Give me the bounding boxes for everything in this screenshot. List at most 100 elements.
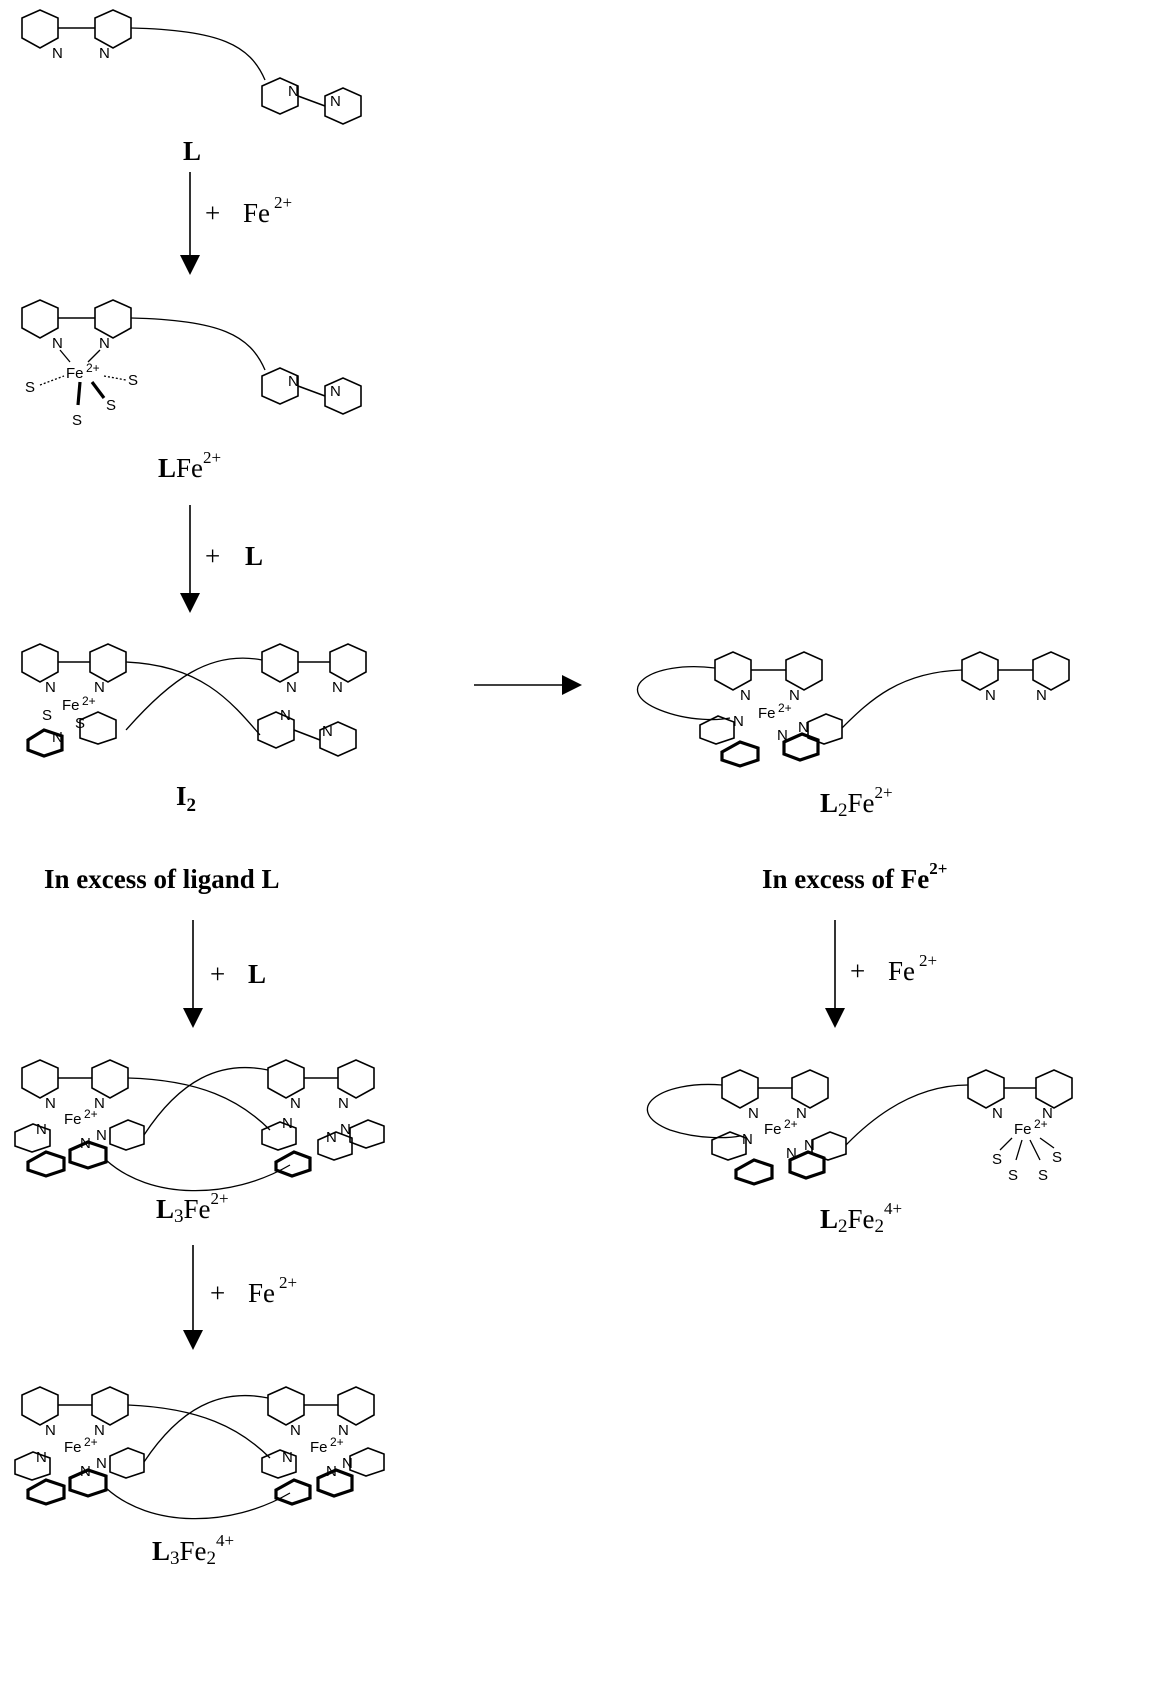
complex-L2Fe-structure: N N Fe 2+ N N N N N — [637, 651, 1070, 768]
atom-n: N — [330, 93, 341, 110]
atom-n: N — [94, 1095, 105, 1112]
atom-n: N — [286, 679, 297, 696]
atom-n: N — [338, 1095, 349, 1112]
atom-s: S — [25, 379, 35, 396]
atom-n: N — [99, 45, 110, 62]
label-LFe: LFe2+ — [158, 448, 221, 483]
reagent-fe: Fe — [248, 1278, 275, 1308]
atom-n: N — [45, 679, 56, 696]
reagent-plus: + — [210, 959, 225, 989]
label-I2: I2 — [176, 781, 196, 816]
atom-fe-charge: 2+ — [330, 1435, 344, 1449]
arrow-head — [183, 1008, 203, 1028]
atom-n: N — [280, 707, 291, 724]
atom-s: S — [128, 372, 138, 389]
atom-fe: Fe — [764, 1121, 782, 1138]
atom-n: N — [742, 1131, 753, 1148]
intermediate-I2-structure: N N Fe 2+ S S N N N N N — [21, 643, 367, 758]
label-L2Fe2: L2Fe24+ — [820, 1199, 902, 1237]
atom-n: N — [99, 335, 110, 352]
atom-n: N — [1036, 687, 1047, 704]
atom-n: N — [777, 727, 788, 744]
atom-n: N — [796, 1105, 807, 1122]
atom-n: N — [52, 729, 63, 746]
arrow-head — [825, 1008, 845, 1028]
ligand-L-structure: N N N N — [21, 9, 362, 125]
atom-n: N — [282, 1115, 293, 1132]
atom-n: N — [52, 335, 63, 352]
atom-n: N — [96, 1455, 107, 1472]
atom-n: N — [1042, 1105, 1053, 1122]
atom-n: N — [748, 1105, 759, 1122]
reagent-fe: Fe — [888, 956, 915, 986]
reagent-fe-charge: 2+ — [279, 1273, 297, 1292]
atom-n: N — [45, 1095, 56, 1112]
atom-n: N — [94, 679, 105, 696]
label-L3Fe: L3Fe2+ — [156, 1189, 229, 1227]
atom-n: N — [992, 1105, 1003, 1122]
arrow-head — [180, 255, 200, 275]
reagent-plus: + — [205, 541, 220, 571]
atom-n: N — [290, 1095, 301, 1112]
atom-n: N — [36, 1121, 47, 1138]
atom-fe-charge: 2+ — [84, 1435, 98, 1449]
atom-fe: Fe — [1014, 1121, 1032, 1138]
atom-n: N — [282, 1449, 293, 1466]
arrow-head — [180, 593, 200, 613]
complex-L3Fe-structure: N N Fe 2+ N N N N N N N N — [14, 1059, 385, 1192]
atom-n: N — [740, 687, 751, 704]
atom-n: N — [733, 713, 744, 730]
atom-n: N — [288, 83, 299, 100]
atom-fe: Fe — [64, 1439, 82, 1456]
complex-L2Fe2-structure: N N Fe 2+ N N N N N Fe 2+ S S S S — [646, 1069, 1073, 1186]
atom-n: N — [326, 1129, 337, 1146]
atom-n: N — [332, 679, 343, 696]
label-L2Fe: L2Fe2+ — [820, 783, 893, 821]
reagent-fe: Fe — [243, 198, 270, 228]
label-L3Fe2: L3Fe24+ — [152, 1531, 234, 1569]
atom-fe: Fe — [66, 365, 84, 382]
reagent-ligand: L — [248, 959, 266, 989]
atom-s: S — [1052, 1149, 1062, 1166]
reagent-plus: + — [205, 198, 220, 228]
complex-L3Fe2-structure: N N Fe 2+ N N N N N Fe 2+ N N N — [14, 1386, 385, 1520]
atom-n: N — [789, 687, 800, 704]
atom-s: S — [1038, 1167, 1048, 1184]
arrow-head — [183, 1330, 203, 1350]
atom-n: N — [342, 1455, 353, 1472]
atom-n: N — [985, 687, 996, 704]
atom-n: N — [798, 719, 809, 736]
atom-n: N — [45, 1422, 56, 1439]
atom-fe: Fe — [758, 705, 776, 722]
atom-n: N — [52, 45, 63, 62]
atom-s: S — [72, 412, 82, 429]
atom-n: N — [330, 383, 341, 400]
atom-n: N — [94, 1422, 105, 1439]
atom-n: N — [326, 1463, 337, 1480]
atom-n: N — [804, 1137, 815, 1154]
complex-LFe-structure: N N Fe 2+ S S S S N N — [21, 299, 362, 429]
atom-n: N — [338, 1422, 349, 1439]
atom-fe: Fe — [64, 1111, 82, 1128]
atom-fe: Fe — [310, 1439, 328, 1456]
atom-n: N — [786, 1145, 797, 1162]
atom-n: N — [96, 1127, 107, 1144]
atom-fe: Fe — [62, 697, 80, 714]
reagent-ligand: L — [245, 541, 263, 571]
atom-s: S — [106, 397, 116, 414]
atom-s: S — [1008, 1167, 1018, 1184]
atom-fe-charge: 2+ — [86, 361, 100, 375]
label-L: L — [183, 136, 201, 166]
reagent-plus: + — [210, 1278, 225, 1308]
reagent-plus: + — [850, 956, 865, 986]
condition-excess-ligand: In excess of ligand L — [44, 864, 280, 894]
reagent-fe-charge: 2+ — [919, 951, 937, 970]
arrow-head — [562, 675, 582, 695]
atom-n: N — [36, 1449, 47, 1466]
atom-fe-charge: 2+ — [1034, 1117, 1048, 1131]
atom-s: S — [992, 1151, 1002, 1168]
atom-fe-charge: 2+ — [784, 1117, 798, 1131]
atom-s: S — [42, 707, 52, 724]
atom-n: N — [290, 1422, 301, 1439]
